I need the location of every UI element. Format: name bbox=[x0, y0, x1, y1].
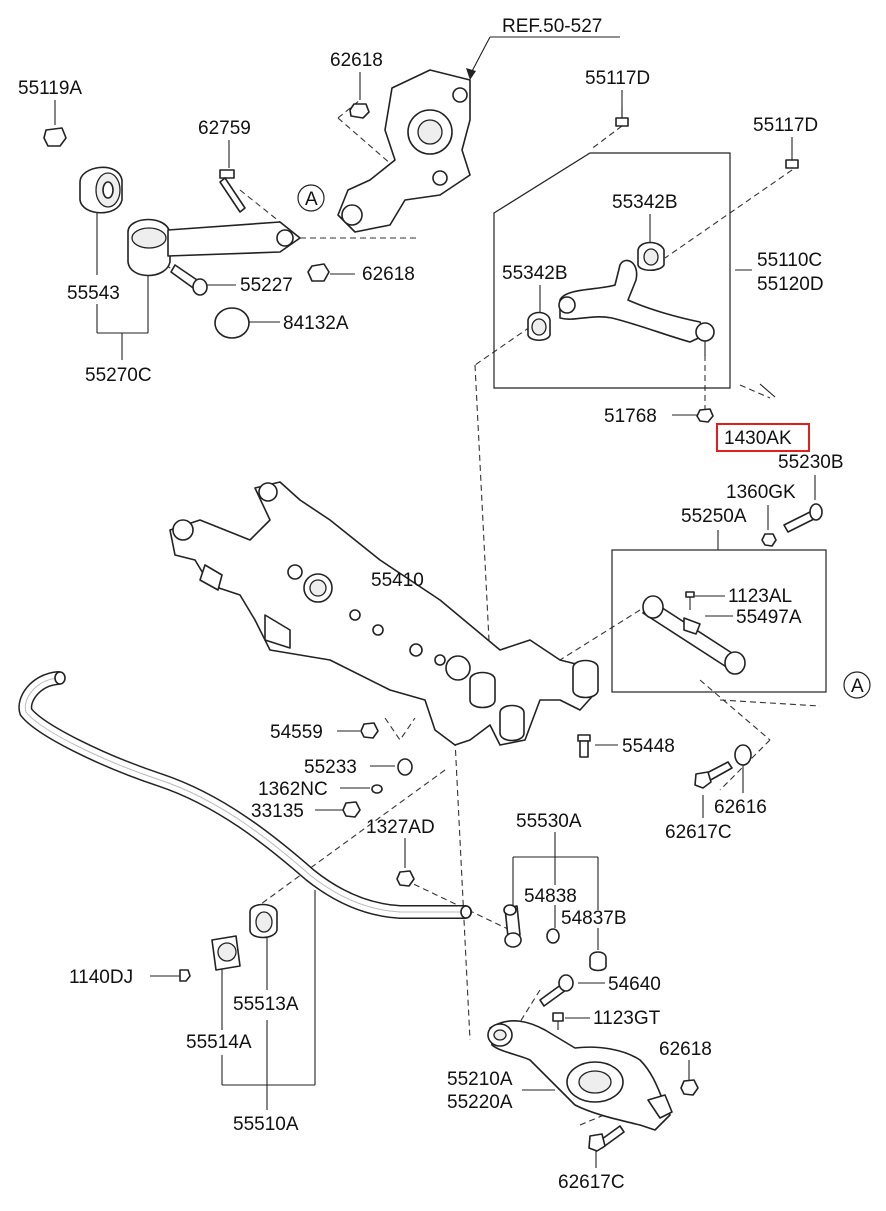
assembly-dashed-lines bbox=[164, 99, 821, 1126]
label-84132A: 84132A bbox=[283, 313, 349, 334]
upper-arm-group-box bbox=[493, 152, 731, 389]
label-1327AD: 1327AD bbox=[366, 817, 435, 838]
bolt-62759 bbox=[219, 169, 246, 213]
label-55514A: 55514A bbox=[186, 1032, 252, 1053]
bolt-1140DJ bbox=[179, 969, 191, 982]
nut-33135 bbox=[342, 801, 361, 818]
nut-62618-bot bbox=[680, 1079, 699, 1096]
label-1360GK: 1360GK bbox=[726, 482, 796, 503]
label-54838: 54838 bbox=[524, 886, 577, 907]
trailing-link-group-box bbox=[611, 549, 827, 693]
label-55227: 55227 bbox=[240, 275, 293, 296]
label-62616: 62616 bbox=[714, 797, 767, 818]
label-55410: 55410 bbox=[371, 570, 424, 591]
label-55120D: 55120D bbox=[757, 274, 824, 295]
cap-84132A bbox=[214, 307, 250, 339]
label-55250A: 55250A bbox=[681, 506, 747, 527]
label-62618-bot: 62618 bbox=[659, 1039, 712, 1060]
label-55513A: 55513A bbox=[233, 994, 299, 1015]
washer-62616 bbox=[734, 744, 752, 766]
rear-knuckle-part bbox=[337, 69, 471, 233]
stabilizer-bar-55510A bbox=[18, 671, 472, 919]
nut-54559 bbox=[360, 722, 379, 739]
label-55230B: 55230B bbox=[778, 452, 844, 473]
bolt-62617C-b bbox=[588, 1125, 625, 1152]
marker-a-top bbox=[297, 184, 325, 212]
label-51768: 51768 bbox=[604, 406, 657, 427]
label-54559: 54559 bbox=[270, 722, 323, 743]
label-marker-a-right: A bbox=[851, 676, 864, 697]
part-labels: REF.50-527 62618 55119A 62759 55117D 551… bbox=[18, 16, 864, 1193]
label-55270C: 55270C bbox=[85, 365, 152, 386]
bolt-55448 bbox=[577, 734, 591, 758]
label-marker-a-top: A bbox=[305, 189, 318, 210]
oring-54838 bbox=[546, 928, 560, 944]
label-62617C-b: 62617C bbox=[558, 1172, 625, 1193]
marker-a-right bbox=[843, 671, 871, 699]
label-55117D-b: 55117D bbox=[753, 115, 818, 136]
bolt-55117D-a bbox=[615, 108, 629, 127]
label-55543: 55543 bbox=[67, 283, 120, 304]
subframe-55410 bbox=[169, 481, 599, 746]
bushing-55543 bbox=[79, 166, 123, 214]
bolt-62617C-a bbox=[694, 761, 733, 789]
label-1430AK: 1430AK bbox=[724, 428, 792, 449]
bracket-1327AD bbox=[396, 870, 415, 887]
label-55342B-a: 55342B bbox=[612, 192, 678, 213]
upper-arm-55110C bbox=[558, 259, 715, 356]
label-ref: REF.50-527 bbox=[502, 16, 602, 37]
highlight-box-1430AK bbox=[716, 423, 810, 452]
lower-arm-55210A bbox=[487, 1020, 673, 1131]
bushing-55342B-b bbox=[527, 311, 551, 342]
label-1362NC: 1362NC bbox=[258, 779, 328, 800]
clamp-55514A bbox=[211, 935, 241, 971]
label-55448: 55448 bbox=[622, 736, 675, 757]
bolt-55227 bbox=[170, 264, 208, 296]
label-55220A: 55220A bbox=[447, 1092, 513, 1113]
label-55210A: 55210A bbox=[447, 1069, 513, 1090]
bushing-55342B-a bbox=[637, 241, 665, 272]
label-62618-top: 62618 bbox=[330, 50, 383, 71]
bolt-1123GT bbox=[552, 1012, 564, 1030]
nut-1360GK bbox=[761, 533, 777, 547]
label-55497A: 55497A bbox=[736, 607, 802, 628]
label-62759: 62759 bbox=[198, 118, 251, 139]
bushing-55513A bbox=[249, 903, 278, 939]
label-55117D-a: 55117D bbox=[585, 68, 650, 89]
washer-1362NC bbox=[371, 784, 383, 794]
label-55510A: 55510A bbox=[233, 1114, 299, 1135]
label-55110C: 55110C bbox=[757, 250, 822, 271]
label-62617C-a: 62617C bbox=[665, 822, 732, 843]
trailing-link-55250A bbox=[642, 595, 746, 675]
cap-54837B bbox=[589, 951, 607, 972]
label-1140DJ: 1140DJ bbox=[69, 967, 133, 988]
label-33135: 33135 bbox=[251, 801, 304, 822]
pin-1430AK bbox=[759, 383, 776, 398]
leader-lines bbox=[54, 36, 816, 1168]
label-54640: 54640 bbox=[608, 974, 661, 995]
nut-62618-mid bbox=[307, 263, 330, 282]
bolt-55117D-b bbox=[785, 159, 799, 169]
bolt-55230B bbox=[783, 503, 823, 533]
label-1123GT: 1123GT bbox=[593, 1008, 661, 1029]
group-boxes bbox=[493, 152, 827, 693]
arm-55270C bbox=[127, 218, 301, 277]
label-55530A: 55530A bbox=[516, 811, 582, 832]
stabilizer-link-55530A bbox=[503, 904, 522, 948]
bolt-54640 bbox=[539, 974, 574, 1007]
label-54837B: 54837B bbox=[561, 908, 627, 929]
label-55119A: 55119A bbox=[18, 78, 82, 99]
label-55342B-b: 55342B bbox=[502, 263, 568, 284]
bushing-55233 bbox=[397, 758, 413, 776]
bolt-1123AL bbox=[685, 591, 695, 610]
label-55233: 55233 bbox=[304, 757, 357, 778]
nut-62618-top bbox=[349, 103, 370, 119]
label-1123AL: 1123AL bbox=[728, 586, 792, 607]
nut-55119A bbox=[43, 127, 67, 147]
label-62618-mid: 62618 bbox=[362, 264, 415, 285]
nut-51768 bbox=[696, 408, 714, 423]
